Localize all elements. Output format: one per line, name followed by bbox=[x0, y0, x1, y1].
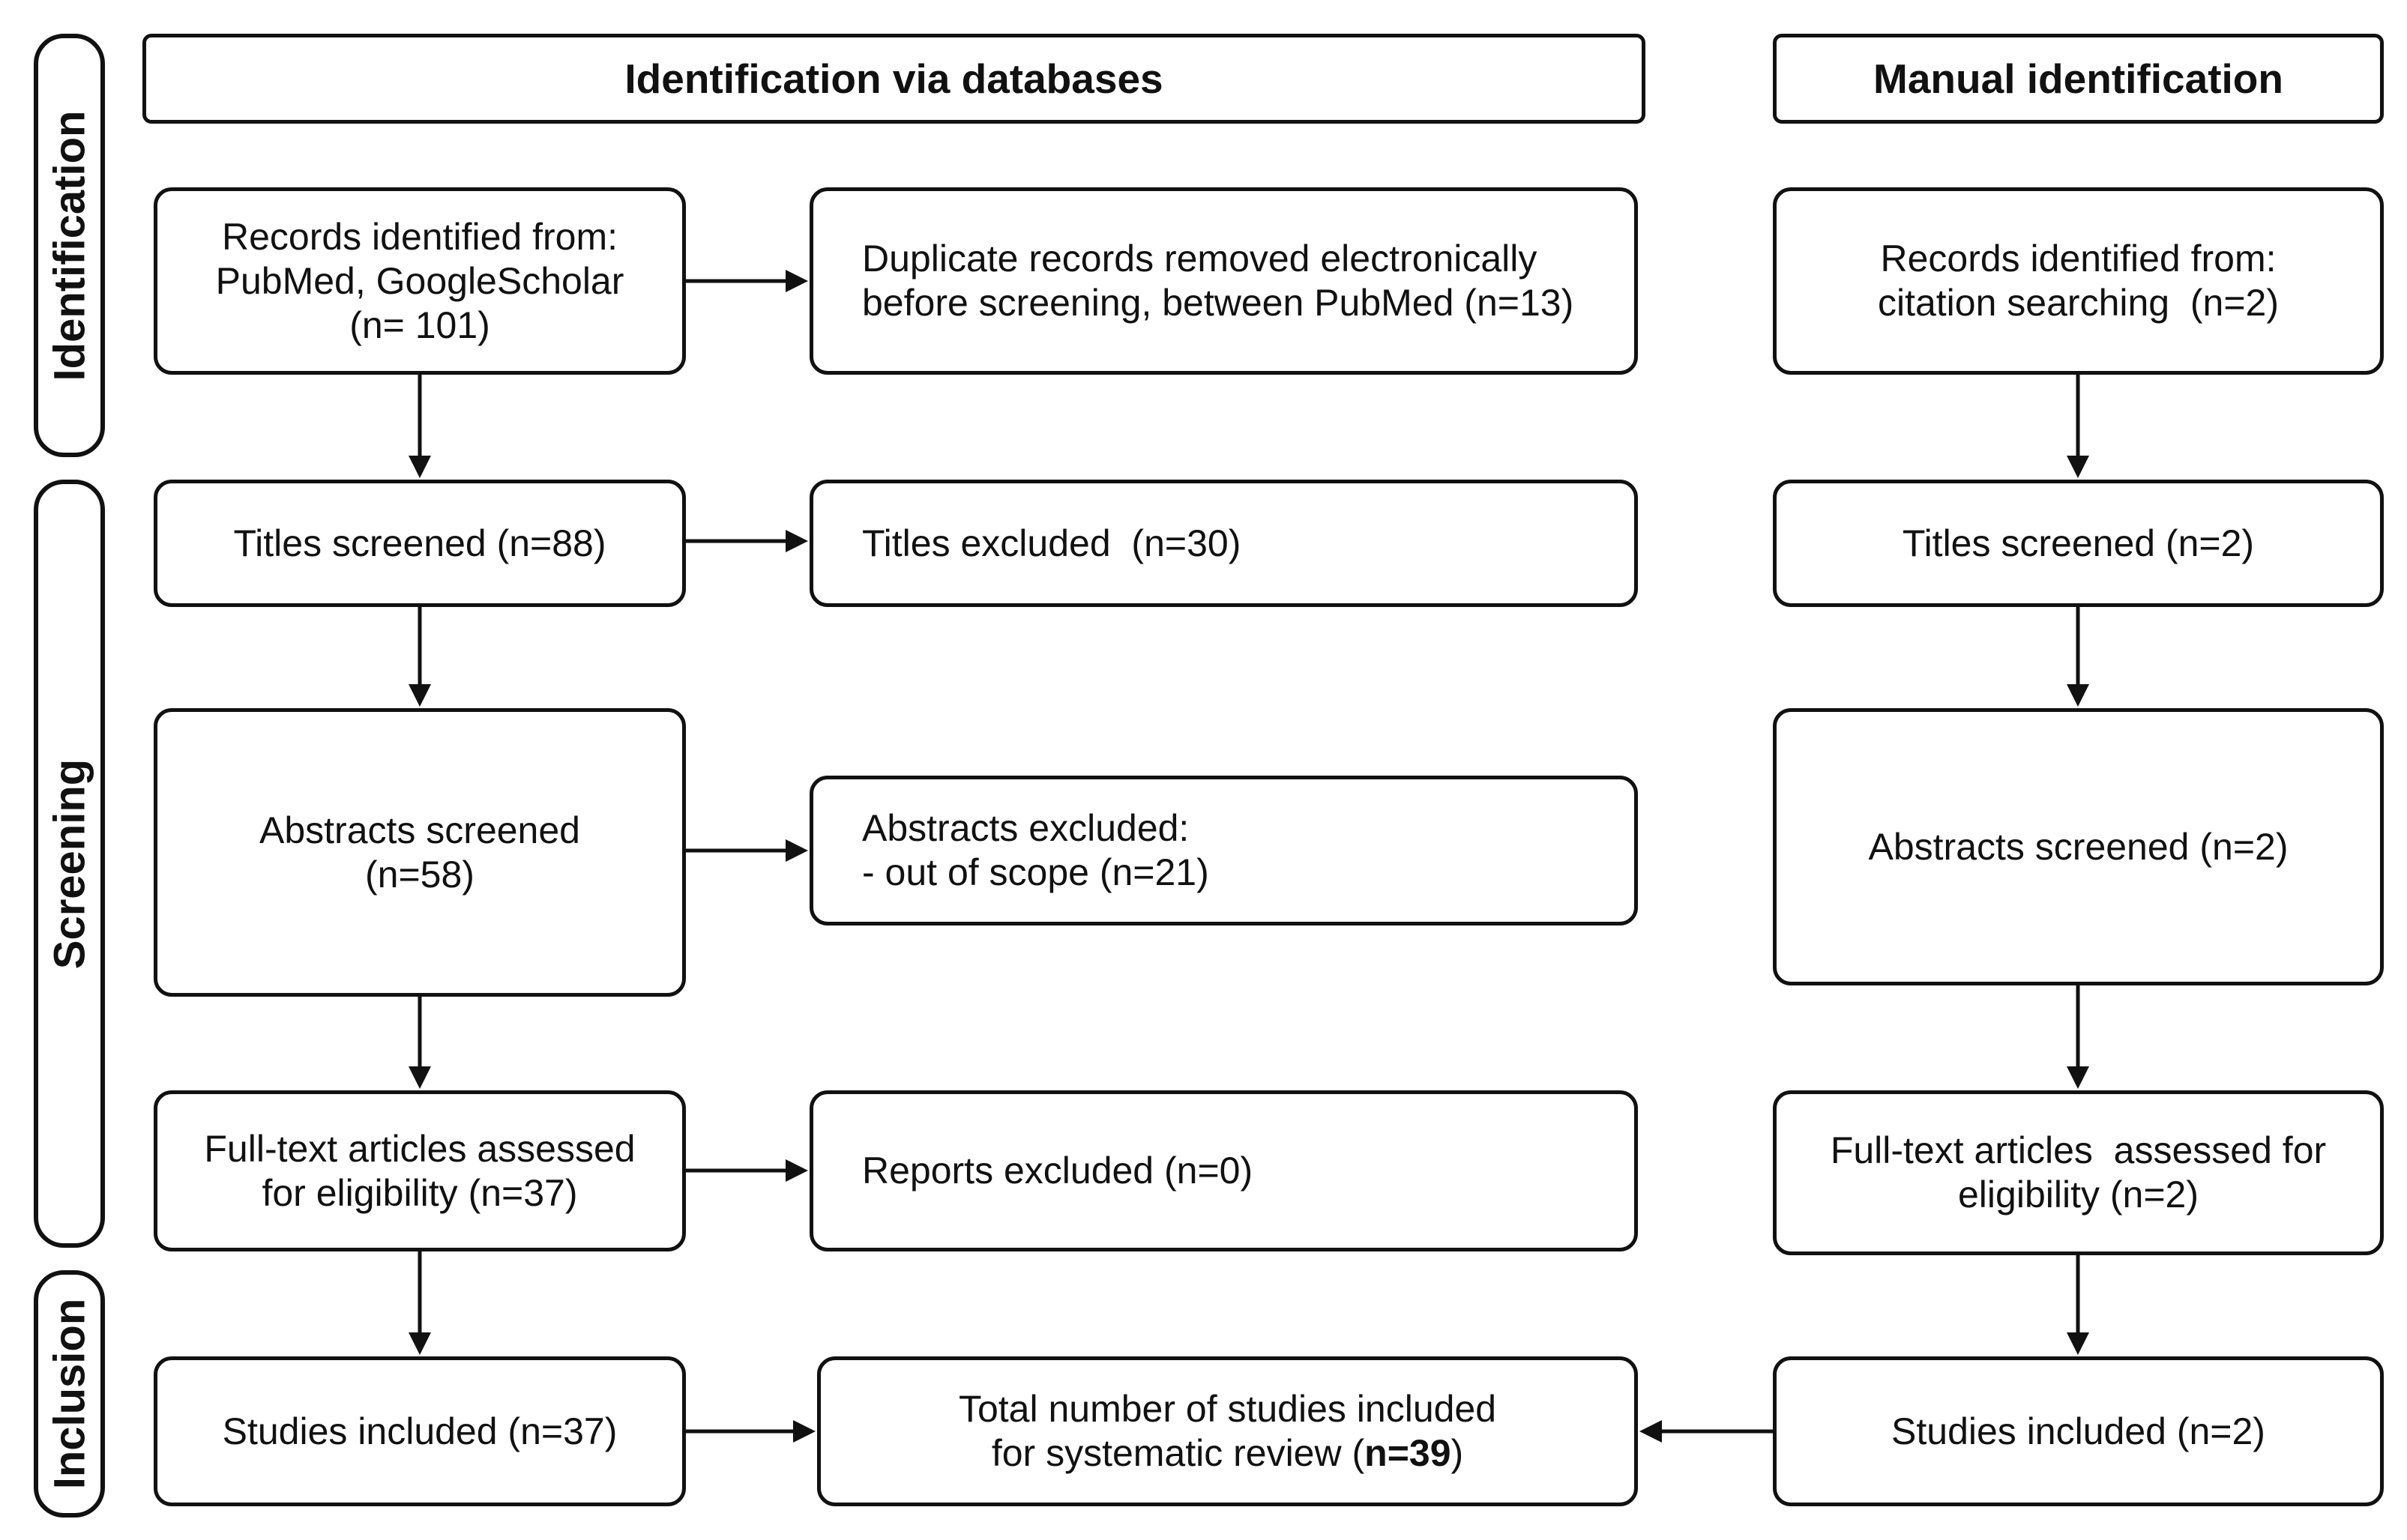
arrowhead-manual-included-to-total bbox=[1639, 1420, 1662, 1443]
manual-records-box: Records identified from: citation search… bbox=[1773, 187, 2384, 375]
header-databases-label: Identification via databases bbox=[624, 55, 1163, 102]
db-reports-excluded-box: Reports excluded (n=0) bbox=[810, 1090, 1638, 1251]
db-fulltext-line: Full-text articles assessed bbox=[204, 1127, 636, 1170]
arrowhead-records-to-duplicates bbox=[786, 270, 808, 292]
db-records-line: (n= 101) bbox=[349, 304, 490, 346]
total-line2-suffix: ) bbox=[1450, 1432, 1464, 1474]
arrowhead-abstracts-to-excluded bbox=[786, 839, 808, 862]
db-abstracts-excluded-line: - out of scope (n=21) bbox=[862, 851, 1209, 893]
phase-screening: Screening bbox=[34, 480, 105, 1248]
db-studies-included-box: Studies included (n=37) bbox=[154, 1356, 686, 1506]
total-included-box: Total number of studies included for sys… bbox=[817, 1356, 1638, 1506]
db-titles-screened-box: Titles screened (n=88) bbox=[154, 480, 686, 607]
manual-fulltext-line: Full-text articles assessed for bbox=[1830, 1129, 2327, 1171]
arrowhead-manual-abstracts-to-fulltext bbox=[2067, 1066, 2089, 1089]
manual-titles-screened-box: Titles screened (n=2) bbox=[1773, 480, 2384, 607]
db-records-box: Records identified from: PubMed, GoogleS… bbox=[154, 187, 686, 375]
arrowhead-titles-to-abstracts bbox=[409, 684, 431, 707]
arrowhead-manual-titles-to-abstracts bbox=[2067, 684, 2089, 707]
db-abstracts-excluded-line: Abstracts excluded: bbox=[862, 807, 1190, 849]
manual-records-line: Records identified from: bbox=[1880, 238, 2277, 280]
db-studies-included-label: Studies included (n=37) bbox=[222, 1410, 618, 1452]
arrowhead-fulltext-to-included bbox=[409, 1332, 431, 1355]
db-duplicates-line: before screening, between PubMed (n=13) bbox=[862, 282, 1574, 324]
manual-studies-included-box: Studies included (n=2) bbox=[1773, 1356, 2384, 1506]
manual-fulltext-box: Full-text articles assessed for eligibil… bbox=[1773, 1090, 2384, 1255]
arrowhead-fulltext-to-reports bbox=[786, 1159, 808, 1182]
db-abstracts-screened-line: Abstracts screened bbox=[259, 809, 580, 851]
arrowhead-titles-to-excluded bbox=[786, 530, 808, 552]
header-manual-label: Manual identification bbox=[1873, 55, 2283, 102]
db-abstracts-screened-box: Abstracts screened (n=58) bbox=[154, 708, 686, 997]
db-abstracts-excluded-box: Abstracts excluded: - out of scope (n=21… bbox=[810, 776, 1638, 925]
total-line2-prefix: for systematic review ( bbox=[991, 1432, 1365, 1474]
arrowhead-manual-fulltext-to-included bbox=[2067, 1332, 2089, 1355]
db-fulltext-line: for eligibility (n=37) bbox=[262, 1171, 578, 1214]
db-titles-screened-label: Titles screened (n=88) bbox=[233, 522, 606, 564]
arrowhead-manual-records-to-titles bbox=[2067, 456, 2089, 478]
db-titles-excluded-label: Titles excluded (n=30) bbox=[862, 522, 1241, 564]
header-manual: Manual identification bbox=[1773, 34, 2384, 124]
db-records-line: Records identified from: bbox=[221, 215, 618, 258]
header-databases: Identification via databases bbox=[142, 34, 1645, 124]
manual-fulltext-line: eligibility (n=2) bbox=[1958, 1174, 2199, 1216]
manual-abstracts-screened-box: Abstracts screened (n=2) bbox=[1773, 708, 2384, 985]
db-reports-excluded-label: Reports excluded (n=0) bbox=[862, 1150, 1253, 1192]
db-titles-excluded-box: Titles excluded (n=30) bbox=[810, 480, 1638, 607]
db-fulltext-box: Full-text articles assessed for eligibil… bbox=[154, 1090, 686, 1251]
arrowhead-db-included-to-total bbox=[793, 1420, 816, 1443]
manual-studies-included-label: Studies included (n=2) bbox=[1891, 1410, 2265, 1452]
db-abstracts-screened-line: (n=58) bbox=[365, 853, 475, 896]
total-line1: Total number of studies included bbox=[958, 1388, 1497, 1430]
db-records-line: PubMed, GoogleScholar bbox=[215, 259, 624, 302]
db-duplicates-line: Duplicate records removed electronically bbox=[862, 238, 1537, 280]
manual-abstracts-screened-label: Abstracts screened (n=2) bbox=[1868, 825, 2289, 868]
db-duplicates-box: Duplicate records removed electronically… bbox=[810, 187, 1638, 375]
arrowhead-abstracts-to-fulltext bbox=[409, 1066, 431, 1089]
manual-titles-screened-label: Titles screened (n=2) bbox=[1902, 522, 2255, 564]
phase-inclusion: Inclusion bbox=[34, 1270, 105, 1518]
arrowhead-records-to-titles bbox=[409, 456, 431, 478]
manual-records-line: citation searching (n=2) bbox=[1877, 282, 2279, 324]
total-line2: for systematic review (n=39) bbox=[959, 1431, 1496, 1476]
total-count: n=39 bbox=[1364, 1432, 1451, 1474]
phase-identification: Identification bbox=[34, 34, 105, 457]
